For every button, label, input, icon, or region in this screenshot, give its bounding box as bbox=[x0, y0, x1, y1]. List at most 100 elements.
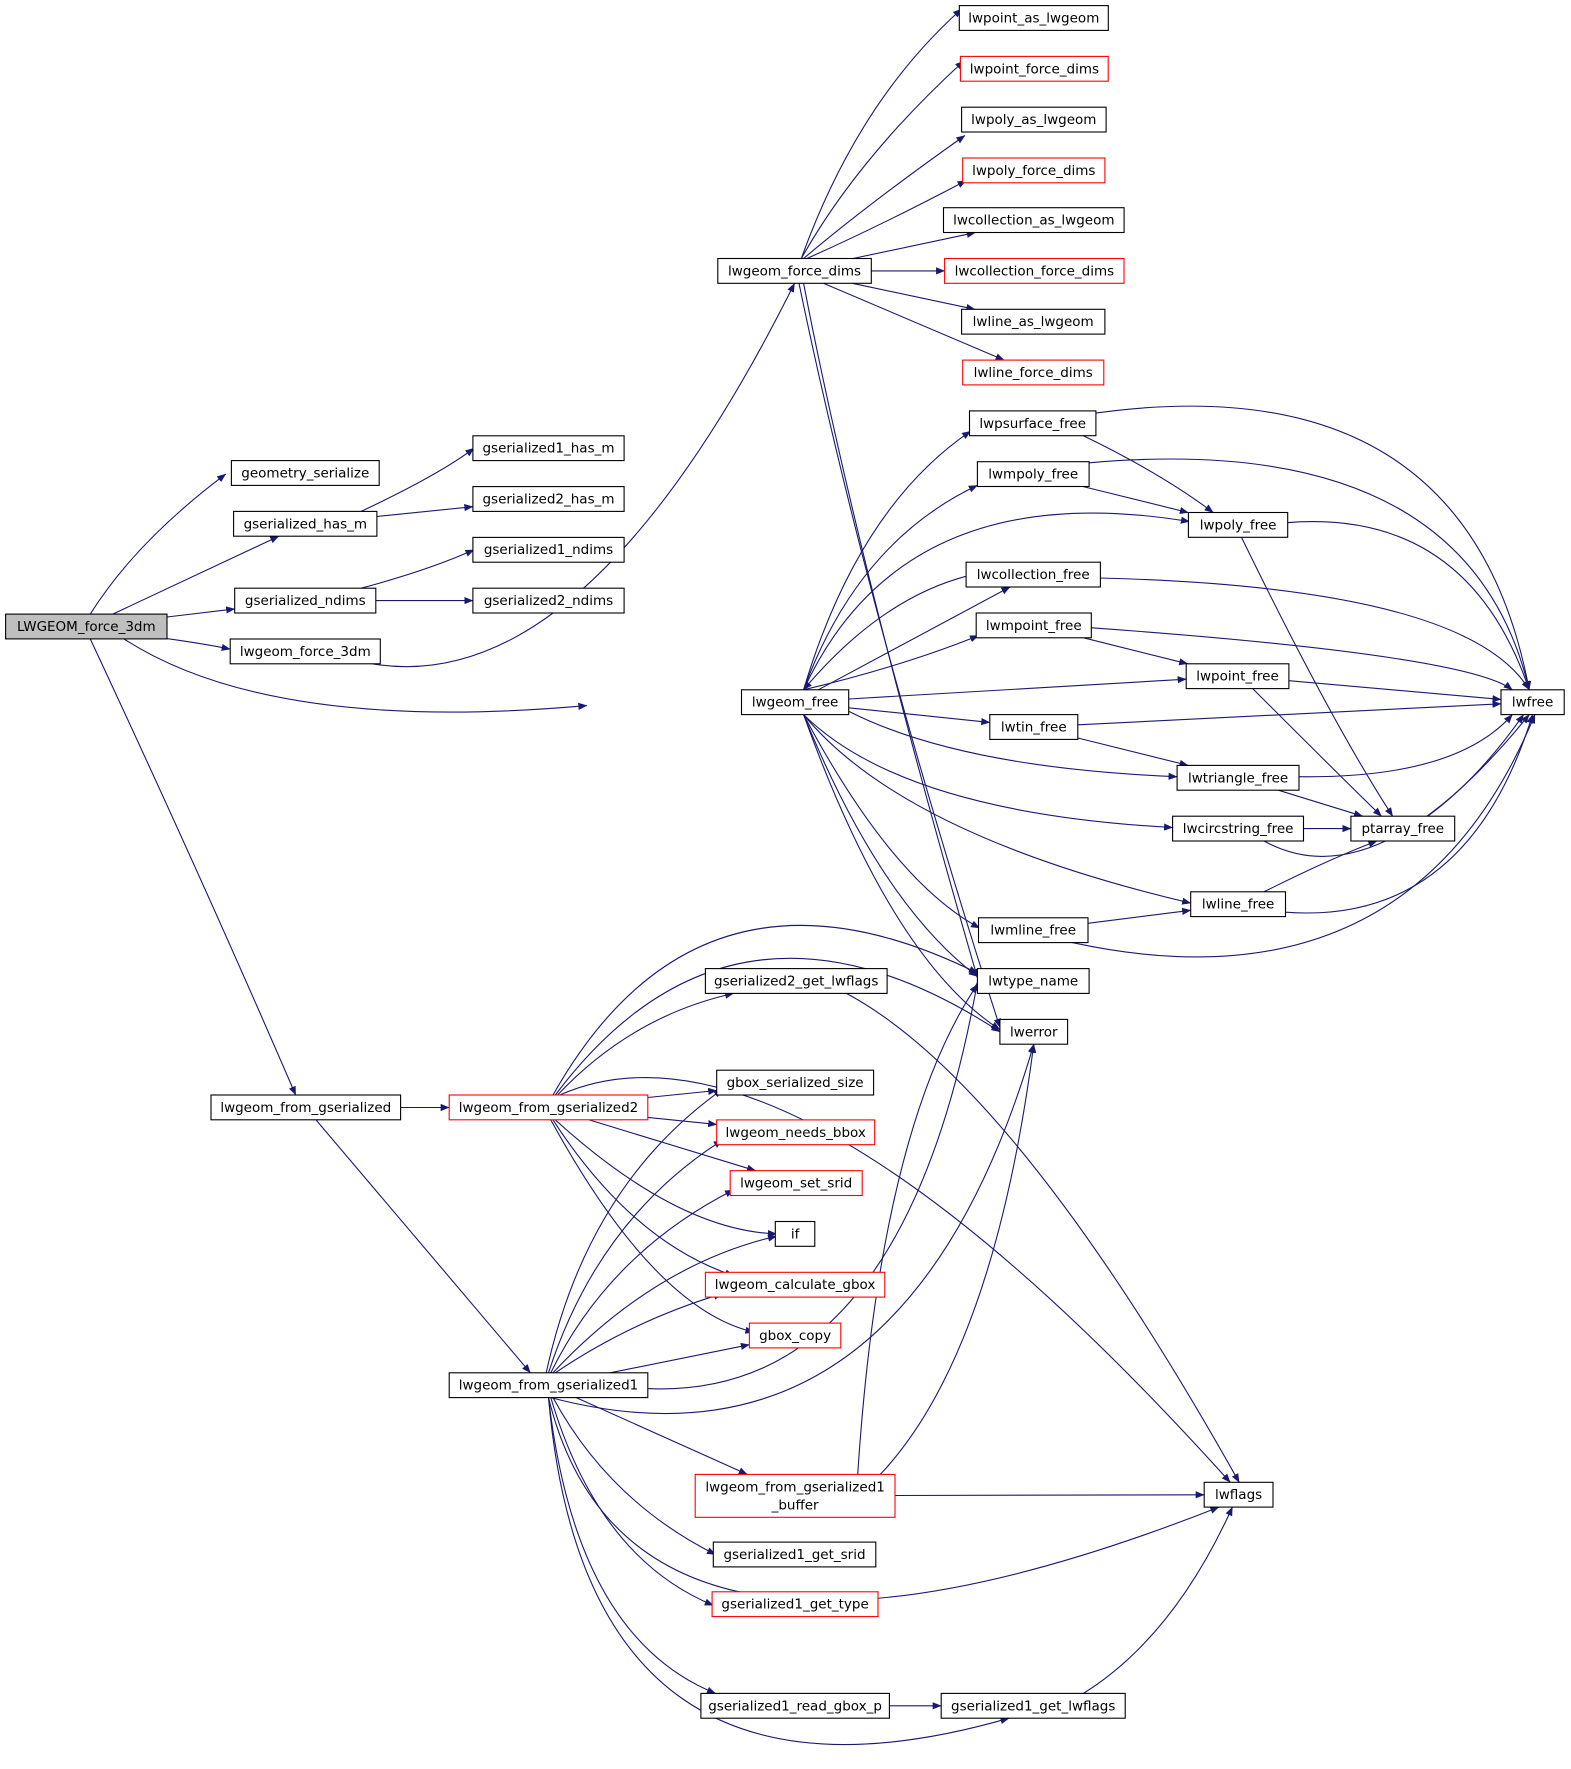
call-edge-lwgeom-from-gserialized1-to-lwgeom-set-srid bbox=[550, 1189, 735, 1374]
node-lwtin-free[interactable]: lwtin_free bbox=[989, 714, 1079, 740]
node-lwpoly-force-dims[interactable]: lwpoly_force_dims bbox=[962, 157, 1106, 184]
call-edge-lwline-free-to-lwfree bbox=[1285, 714, 1534, 914]
node-lwpoint-force-dims[interactable]: lwpoint_force_dims bbox=[959, 55, 1109, 82]
node-label: lwcollection_as_lwgeom bbox=[953, 213, 1114, 229]
node-lwline-force-dims[interactable]: lwline_force_dims bbox=[962, 359, 1105, 386]
node-lwgeom-calculate-gbox[interactable]: lwgeom_calculate_gbox bbox=[704, 1271, 886, 1298]
node-lwgeom-from-gserialized1-buffer[interactable]: lwgeom_from_gserialized1 _buffer bbox=[694, 1473, 896, 1518]
node-label: lwerror bbox=[1010, 1024, 1058, 1040]
node-lwcollection-as-lwgeom[interactable]: lwcollection_as_lwgeom bbox=[942, 207, 1125, 234]
node-box bbox=[711, 1591, 879, 1618]
node-lwgeom-force-dims[interactable]: lwgeom_force_dims bbox=[717, 257, 872, 284]
call-edge-lwgeom-from-gserialized1-to-gserialized1-get-lwflags bbox=[547, 1397, 1010, 1746]
call-edge-root-to-lwgeom-free bbox=[123, 638, 588, 713]
node-lwtype-name[interactable]: lwtype_name bbox=[976, 968, 1090, 994]
node-lwgeom-force-3dm[interactable]: lwgeom_force_3dm bbox=[229, 638, 381, 665]
node-lwpoint-as-lwgeom[interactable]: lwpoint_as_lwgeom bbox=[958, 5, 1109, 31]
node-box bbox=[989, 714, 1079, 740]
node-box bbox=[472, 587, 625, 614]
node-box bbox=[700, 1692, 890, 1719]
node-lwgeom-from-gserialized2[interactable]: lwgeom_from_gserialized2 bbox=[448, 1094, 649, 1121]
node-gserialized2-get-lwflags[interactable]: gserialized2_get_lwflags bbox=[704, 968, 888, 994]
node-label: lwpoly_free bbox=[1200, 517, 1277, 533]
call-edge-lwgeom-from-gserialized2-to-if bbox=[554, 1119, 777, 1238]
node-lwpoint-free[interactable]: lwpoint_free bbox=[1185, 663, 1290, 690]
node-lwline-free[interactable]: lwline_free bbox=[1190, 891, 1287, 918]
node-root[interactable]: LWGEOM_force_3dm bbox=[5, 613, 168, 640]
node-gserialized-has-m[interactable]: gserialized_has_m bbox=[233, 510, 378, 537]
call-edge-lwcollection-free-to-lwgeom-free bbox=[803, 575, 969, 691]
node-lwgeom-needs-bbox[interactable]: lwgeom_needs_bbox bbox=[716, 1119, 876, 1146]
node-lwpsurface-free[interactable]: lwpsurface_free bbox=[968, 410, 1097, 437]
node-geometry-serialize[interactable]: geometry_serialize bbox=[230, 460, 380, 486]
call-edge-lwgeom-from-gserialized2-to-lwtype-name bbox=[552, 924, 978, 1096]
call-edge-lwtriangle-free-to-lwfree bbox=[1297, 714, 1513, 778]
node-lwgeom-from-gserialized[interactable]: lwgeom_from_gserialized bbox=[210, 1094, 402, 1121]
node-lwflags[interactable]: lwflags bbox=[1203, 1481, 1274, 1508]
call-edge-lwgeom-free-to-lwmline-free bbox=[803, 714, 980, 929]
node-label: gserialized1_get_lwflags bbox=[951, 1698, 1115, 1714]
node-lwpoly-as-lwgeom[interactable]: lwpoly_as_lwgeom bbox=[961, 106, 1107, 133]
call-edge-lwmline-free-to-lwfree bbox=[1072, 714, 1536, 958]
node-lwcollection-free[interactable]: lwcollection_free bbox=[965, 561, 1101, 588]
node-gbox-copy[interactable]: gbox_copy bbox=[748, 1322, 842, 1349]
call-edge-lwgeom-force-dims-to-lwerror bbox=[798, 283, 1001, 1028]
node-box bbox=[1176, 764, 1300, 791]
call-edge-root-to-lwgeom-force-3dm bbox=[161, 637, 231, 651]
node-label-line2: _buffer bbox=[771, 1498, 819, 1514]
call-edge-lwgeom-from-gserialized1-to-lwerror bbox=[550, 1043, 1035, 1415]
call-edge-lwgeom-from-gserialized2-to-lwerror bbox=[554, 957, 1001, 1096]
call-edge-lwmpoint-free-to-lwpoint-free bbox=[1083, 637, 1189, 666]
node-box bbox=[748, 1322, 842, 1349]
call-edge-lwgeom-force-dims-to-lwpoly-as-lwgeom bbox=[803, 135, 966, 259]
node-gserialized1-get-type[interactable]: gserialized1_get_type bbox=[711, 1591, 879, 1618]
node-gserialized1-has-m[interactable]: gserialized1_has_m bbox=[472, 435, 625, 462]
node-label: lwgeom_from_gserialized1 bbox=[459, 1378, 639, 1394]
node-lwcircstring-free[interactable]: lwcircstring_free bbox=[1172, 815, 1305, 842]
node-gserialized1-read-gbox-p[interactable]: gserialized1_read_gbox_p bbox=[700, 1692, 890, 1719]
node-label: lwtype_name bbox=[988, 974, 1078, 990]
node-lwgeom-set-srid[interactable]: lwgeom_set_srid bbox=[729, 1170, 863, 1197]
node-box bbox=[448, 1094, 649, 1121]
call-edge-lwpoint-free-to-ptarray-free bbox=[1252, 688, 1382, 817]
node-lwtriangle-free[interactable]: lwtriangle_free bbox=[1176, 764, 1300, 791]
node-label: lwgeom_from_gserialized1 bbox=[705, 1480, 885, 1496]
node-lwmpoly-free[interactable]: lwmpoly_free bbox=[976, 461, 1090, 488]
call-edge-lwmpoly-free-to-lwfree bbox=[1087, 458, 1531, 691]
node-label: gserialized2_ndims bbox=[484, 593, 613, 609]
node-ptarray-free[interactable]: ptarray_free bbox=[1350, 815, 1456, 842]
node-gbox-serialized-size[interactable]: gbox_serialized_size bbox=[716, 1069, 875, 1096]
call-edge-lwgeom-force-dims-to-lwcollection-as-lwgeom bbox=[852, 230, 976, 260]
node-box bbox=[716, 1069, 875, 1096]
node-lwfree[interactable]: lwfree bbox=[1500, 689, 1565, 716]
call-edge-lwmpoly-free-to-lwpoly-free bbox=[1083, 486, 1189, 515]
node-lwline-as-lwgeom[interactable]: lwline_as_lwgeom bbox=[961, 308, 1106, 335]
node-gserialized1-get-srid[interactable]: gserialized1_get_srid bbox=[712, 1541, 877, 1568]
node-box bbox=[448, 1372, 649, 1399]
node-lwmline-free[interactable]: lwmline_free bbox=[977, 917, 1089, 944]
node-gserialized2-has-m[interactable]: gserialized2_has_m bbox=[472, 486, 625, 512]
node-lwerror[interactable]: lwerror bbox=[999, 1018, 1069, 1045]
node-label: if bbox=[791, 1226, 801, 1242]
node-lwcollection-force-dims[interactable]: lwcollection_force_dims bbox=[944, 257, 1125, 284]
node-lwgeom-free[interactable]: lwgeom_free bbox=[740, 689, 850, 716]
node-lwmpoint-free[interactable]: lwmpoint_free bbox=[975, 612, 1092, 639]
node-gserialized1-ndims[interactable]: gserialized1_ndims bbox=[472, 536, 625, 563]
node-gserialized2-ndims[interactable]: gserialized2_ndims bbox=[472, 587, 625, 614]
node-gserialized1-get-lwflags[interactable]: gserialized1_get_lwflags bbox=[940, 1692, 1126, 1719]
node-box bbox=[1500, 689, 1565, 716]
node-label: lwpoly_as_lwgeom bbox=[971, 112, 1096, 128]
call-edge-lwgeom-from-gserialized2-to-gbox-serialized-size bbox=[647, 1087, 718, 1099]
call-edge-lwtin-free-to-lwfree bbox=[1077, 700, 1502, 726]
node-lwgeom-from-gserialized1[interactable]: lwgeom_from_gserialized1 bbox=[448, 1372, 649, 1399]
node-box bbox=[1350, 815, 1456, 842]
call-edge-root-to-gserialized-has-m bbox=[112, 535, 280, 615]
node-if[interactable]: if bbox=[774, 1220, 816, 1247]
call-edge-lwgeom-from-gserialized2-to-gbox-copy bbox=[550, 1119, 755, 1334]
call-edge-lwgeom-force-dims-to-lwpoint-as-lwgeom bbox=[800, 8, 962, 259]
node-lwpoly-free[interactable]: lwpoly_free bbox=[1187, 511, 1289, 538]
node-gserialized-ndims[interactable]: gserialized_ndims bbox=[234, 587, 377, 614]
node-label: gserialized1_get_srid bbox=[723, 1547, 865, 1563]
call-edge-lwgeom-free-to-lwtype-name bbox=[803, 714, 978, 977]
